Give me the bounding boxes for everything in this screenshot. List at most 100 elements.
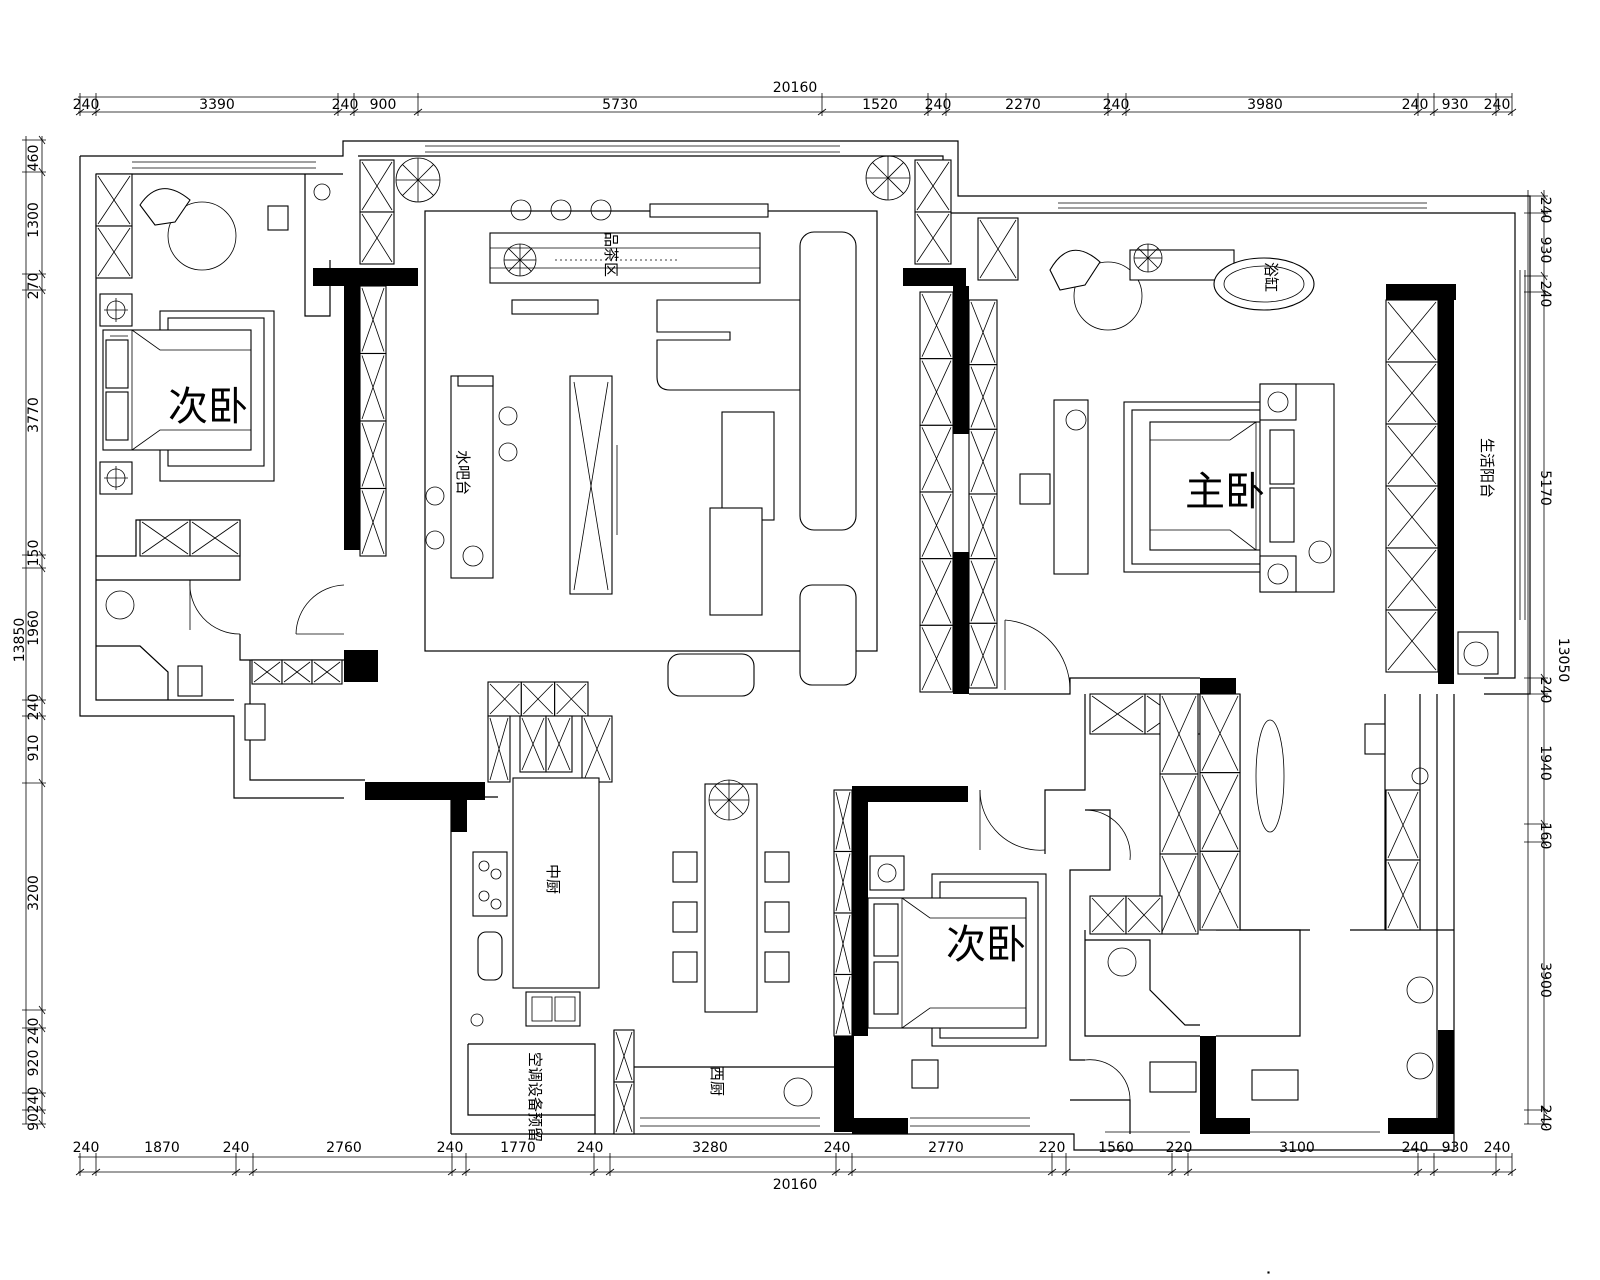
wardrobe-cross: [361, 213, 393, 263]
dimension-tick-mark: [1183, 1168, 1193, 1176]
dim-top-0: 240: [73, 97, 100, 113]
dim-top-3: 900: [370, 97, 397, 113]
dim-right-total: 13050: [1555, 638, 1571, 683]
wardrobe-cabinet: [311, 659, 343, 685]
wardrobe-cross: [489, 717, 509, 781]
wardrobe-cabinet: [977, 217, 1019, 281]
dimension-right: 240 930 240 5170 240 1940 160 3900 240 1…: [1524, 190, 1571, 1131]
dimension-tick-mark: [91, 1168, 101, 1176]
dimension-tick-mark: [38, 695, 46, 705]
wardrobe-cabinet: [1385, 423, 1439, 487]
wardrobe-cross: [141, 521, 189, 555]
plant-leaf: [417, 164, 434, 181]
dimension-tick-mark: [1167, 1168, 1177, 1176]
wardrobe-cross: [97, 227, 131, 277]
wardrobe-cabinet: [519, 715, 547, 773]
room-label-bathtub: 浴缸: [1262, 262, 1280, 292]
wardrobe-cabinet: [1385, 299, 1439, 363]
wardrobe-cross: [1161, 775, 1197, 853]
dimension-tick-mark: [38, 1023, 46, 1033]
wardrobe-cabinet: [139, 519, 191, 557]
dim-left-7: 910: [26, 735, 42, 762]
dim-bottom-15: 930: [1442, 1140, 1469, 1156]
wardrobe-cross: [921, 627, 952, 691]
plant-leaf: [519, 259, 532, 272]
dimension-tick-mark: [1103, 108, 1113, 116]
dimension-tick-mark: [1047, 1168, 1057, 1176]
master-bedroom: 主卧 浴缸 生活阳台: [1019, 249, 1499, 675]
dim-right-3: 5170: [1537, 470, 1553, 506]
dimension-tick-mark: [1507, 108, 1517, 116]
dimension-tick-mark: [923, 108, 933, 116]
dimension-tick-mark: [38, 135, 46, 145]
dimension-tick-mark: [1491, 108, 1501, 116]
wardrobe-cross: [361, 287, 385, 352]
dimension-tick-mark: [38, 550, 46, 560]
dim-right-2: 240: [1537, 281, 1553, 308]
dim-bottom-16: 240: [1484, 1140, 1511, 1156]
room-label-living-balcony: 生活阳台: [1478, 438, 1496, 498]
wardrobe-cabinet: [359, 352, 387, 422]
wardrobe-cross: [835, 914, 851, 973]
wardrobe-cabinet: [1199, 693, 1241, 774]
plant-icon: [865, 155, 911, 201]
wardrobe-cabinet: [359, 420, 387, 490]
dimension-tick-mark: [605, 1168, 615, 1176]
dimension-tick-mark: [1540, 1119, 1548, 1129]
wardrobe-cross: [970, 301, 996, 363]
wardrobe-cross: [615, 1083, 633, 1133]
plant-leaf: [402, 179, 419, 196]
dimension-tick-mark: [91, 108, 101, 116]
bedroom-left: 次卧: [99, 183, 331, 741]
wardrobe-box: [968, 622, 998, 689]
plant-leaf: [728, 799, 744, 815]
dim-bottom-5: 1770: [500, 1140, 536, 1156]
dim-bottom-3: 2760: [326, 1140, 362, 1156]
wardrobe-cabinet: [95, 173, 133, 227]
dim-right-0: 240: [1537, 197, 1553, 224]
dimension-tick-mark: [461, 1168, 471, 1176]
wardrobe-cabinet: [968, 558, 998, 624]
dim-top-10: 240: [1402, 97, 1429, 113]
wardrobe-cabinet: [919, 291, 954, 360]
wardrobe-cross: [1091, 897, 1125, 933]
dimension-tick-mark: [1429, 108, 1439, 116]
wardrobe-cabinet: [1159, 693, 1199, 775]
wardrobe-cross: [1201, 774, 1239, 850]
dim-right-4: 240: [1537, 677, 1553, 704]
dim-top-11: 930: [1442, 97, 1469, 113]
dimension-tick-mark: [1540, 287, 1548, 297]
dimension-bottom: 240 1870 240 2760 240 1770 240 3280 240 …: [73, 1140, 1517, 1193]
plant-leaf: [872, 177, 889, 194]
wardrobe-cross: [361, 422, 385, 487]
room-label-second-bedroom-2: 次卧: [946, 922, 1026, 968]
dim-top-total: 20160: [773, 80, 818, 96]
wardrobe-cross: [547, 717, 571, 771]
dim-top-4: 5730: [602, 97, 638, 113]
wardrobe-cross: [921, 427, 952, 491]
plant-leaf: [508, 259, 521, 272]
room-label-chinese-kitchen: 中厨: [544, 864, 562, 894]
wardrobe-cross: [970, 431, 996, 493]
plant-leaf: [887, 162, 904, 179]
wardrobe-cabinet: [1385, 789, 1421, 861]
plant-leaf: [728, 785, 744, 801]
room-label-western-kitchen: 西厨: [708, 1066, 726, 1096]
dim-right-7: 3900: [1537, 962, 1553, 998]
dimension-top: 20160 240 3390 240 900 5730 1520 240 227…: [73, 80, 1517, 116]
wardrobe-cross: [1387, 301, 1437, 361]
plant-leaf: [872, 162, 889, 179]
dimension-tick-mark: [1540, 837, 1548, 847]
wardrobe-cabinet: [1089, 693, 1146, 735]
wardrobe-cabinet: [1385, 361, 1439, 425]
dim-right-8: 240: [1537, 1105, 1553, 1132]
dimension-tick-mark: [75, 1168, 85, 1176]
dim-left-2: 270: [26, 273, 42, 300]
wardrobe-cross: [1091, 695, 1144, 733]
wardrobe-cross: [556, 683, 587, 715]
wardrobe-cabinet: [487, 715, 511, 783]
dim-bottom-6: 240: [577, 1140, 604, 1156]
plant-leaf: [519, 248, 532, 261]
dim-left-4: 150: [26, 540, 42, 567]
